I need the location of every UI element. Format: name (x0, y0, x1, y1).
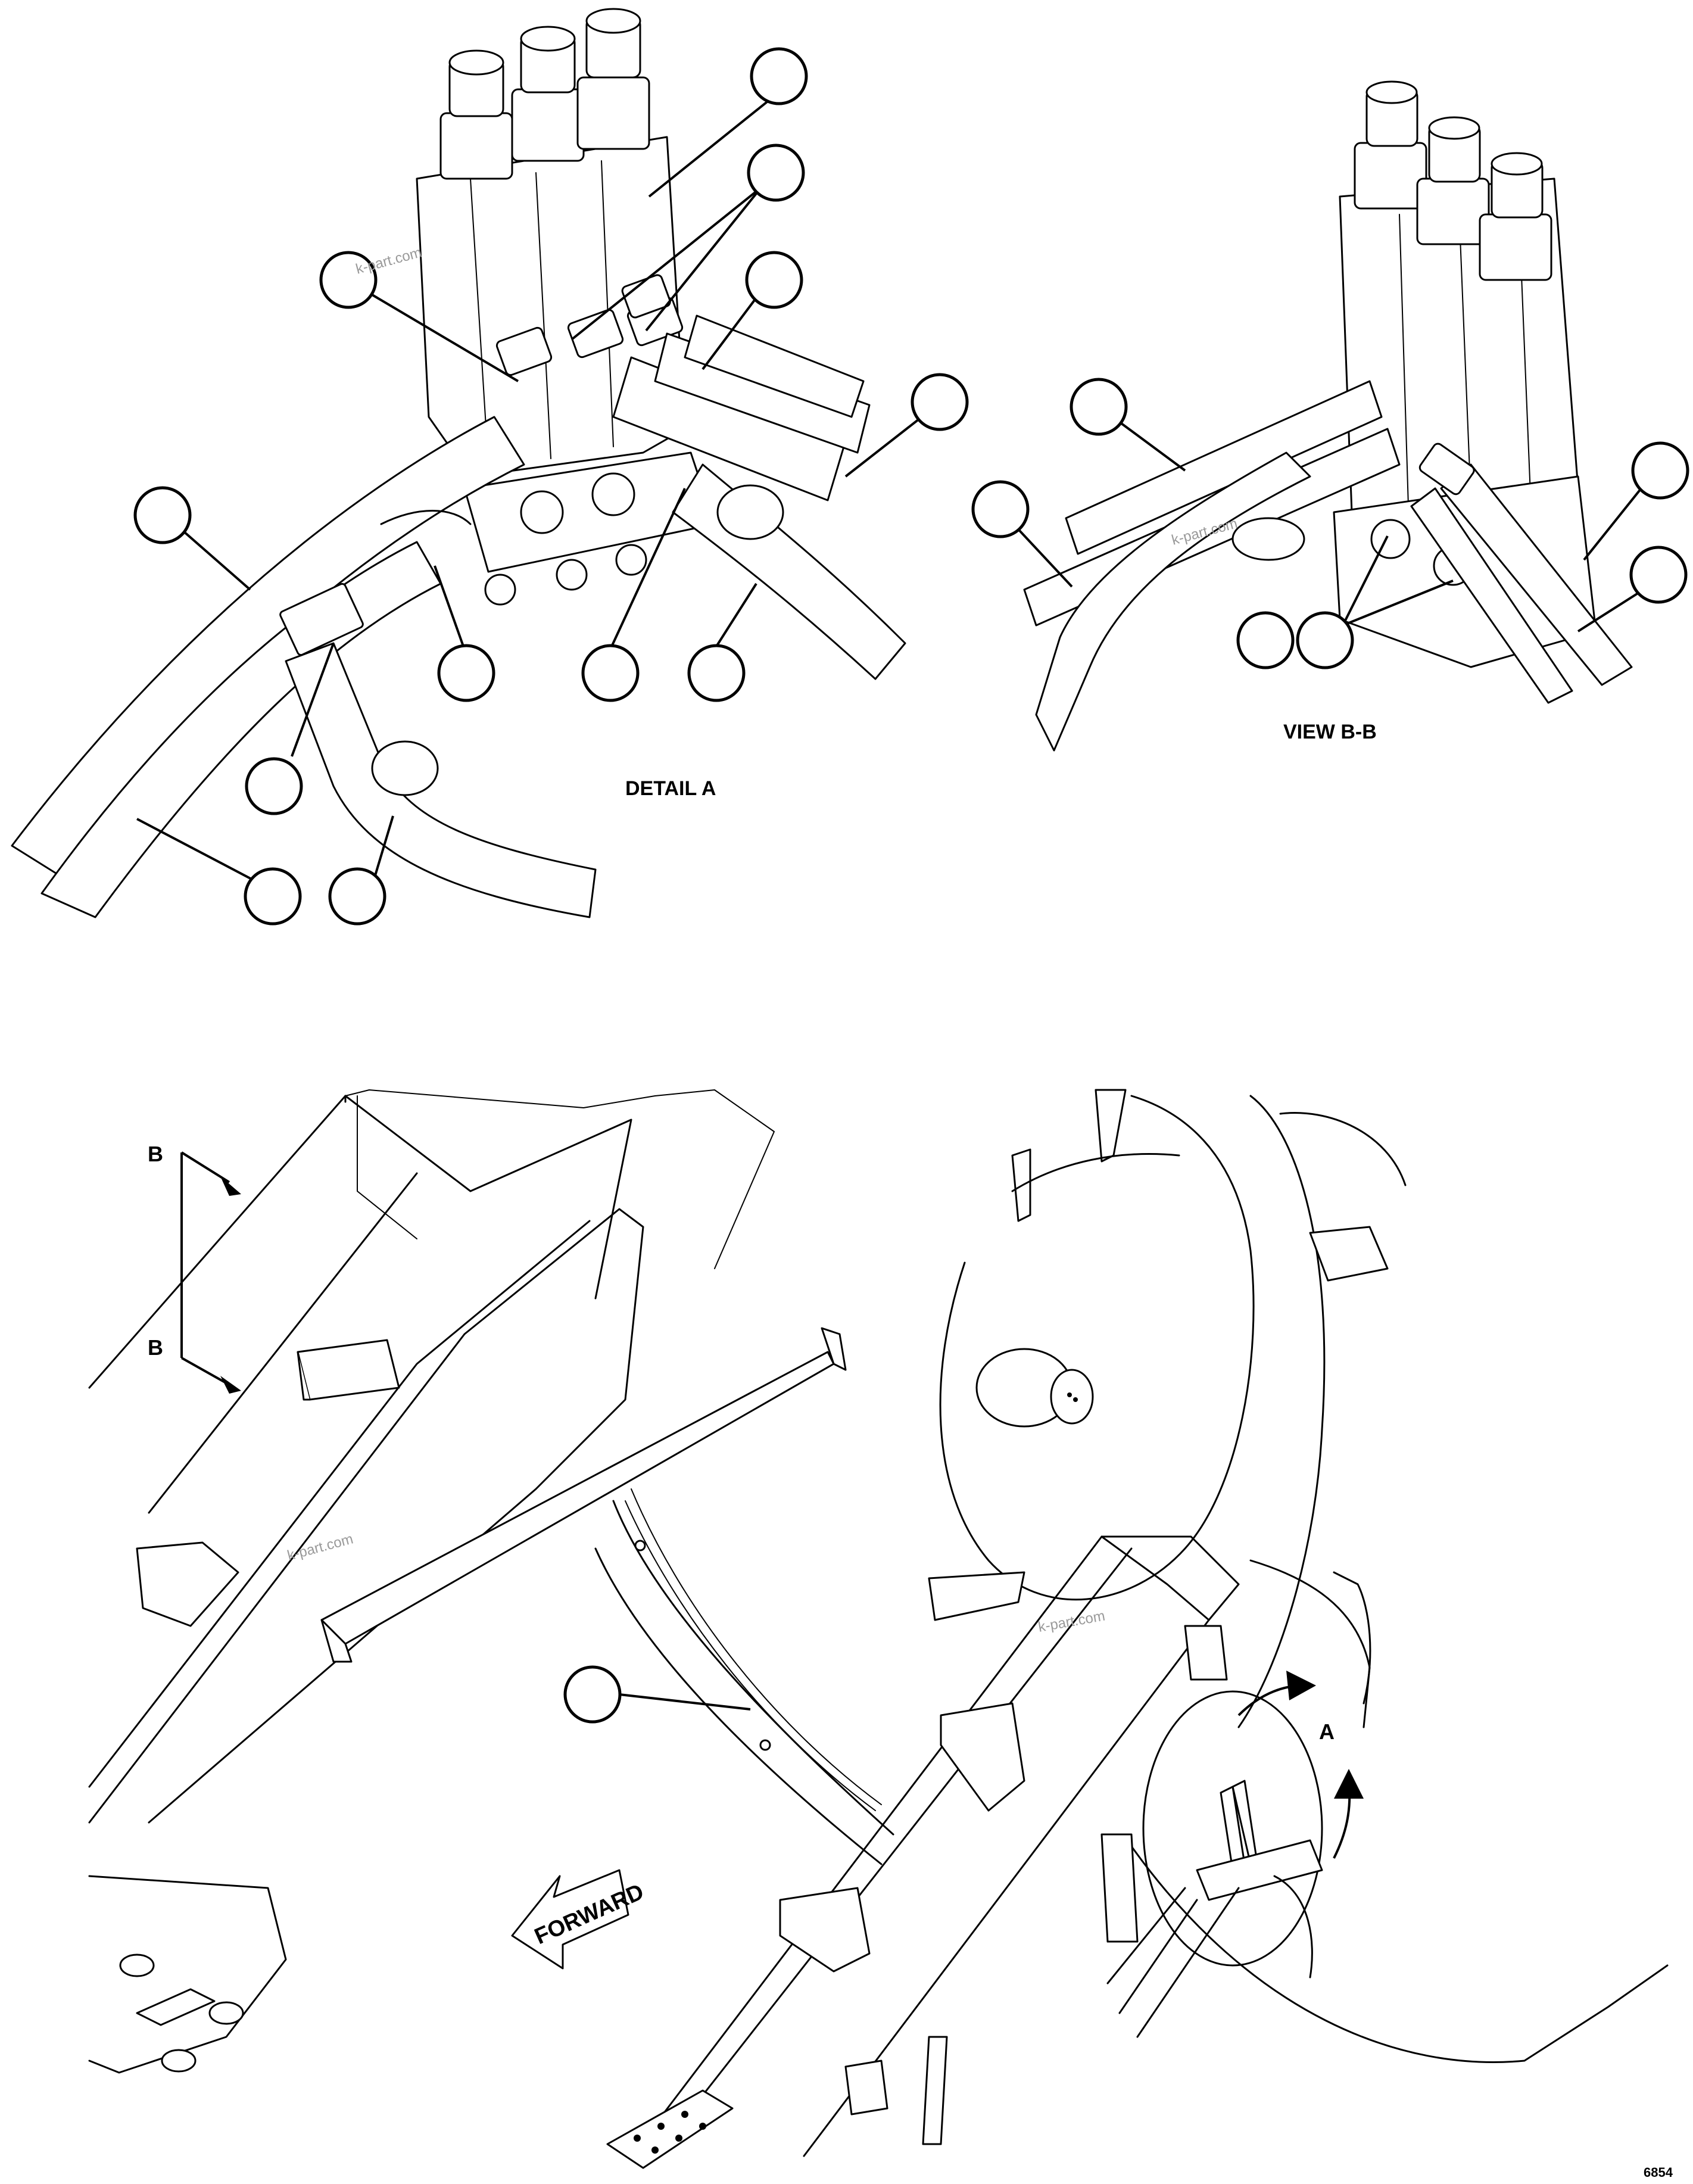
callout-balloon (319, 251, 378, 309)
callout-balloon (1296, 611, 1354, 669)
injector-caps (439, 8, 650, 180)
callout-balloon (971, 480, 1030, 538)
callout-balloon (581, 644, 640, 702)
callout-balloon (1070, 378, 1128, 436)
watermark: k-part.com (354, 244, 423, 277)
detail-a-circle (1106, 1690, 1323, 2038)
frame-callout (563, 1665, 751, 1724)
forward-arrow-icon (511, 1869, 629, 1970)
watermark: k-part.com (1037, 1608, 1106, 1635)
callout-balloon (245, 757, 303, 815)
callout-balloon (911, 373, 969, 431)
detail-a-callouts (133, 47, 969, 926)
callout-balloon (687, 644, 746, 702)
callout-balloon (437, 644, 495, 702)
drawing-number: 6854 (1644, 2165, 1673, 2180)
callout-balloon (328, 867, 386, 926)
view-bb-injector-caps (1354, 80, 1552, 281)
callout-balloon (745, 251, 803, 309)
detail-a-marker-label: A (1319, 1719, 1335, 1744)
callout-balloon (244, 867, 302, 926)
section-b-bottom-label: B (148, 1335, 163, 1360)
view-bb-label: VIEW B-B (1283, 721, 1377, 743)
callout-balloon (133, 486, 192, 544)
section-b-top-label: B (148, 1142, 163, 1166)
detail-a-label: DETAIL A (625, 777, 716, 800)
callout-balloon (747, 144, 805, 202)
detail-a-illustration (11, 8, 906, 918)
watermark: k-part.com (286, 1531, 355, 1563)
detail-a-marker-arrows (1237, 1671, 1364, 1859)
callout-balloon (1236, 611, 1295, 669)
callout-balloon (1629, 546, 1688, 604)
frame-illustration (88, 1089, 1669, 2169)
callout-balloon (563, 1665, 622, 1724)
section-b-arrows (180, 1151, 241, 1394)
view-bb-callouts (971, 378, 1689, 669)
callout-balloon (750, 47, 808, 105)
view-bb-illustration (1023, 80, 1633, 752)
callout-balloon (1631, 441, 1689, 500)
